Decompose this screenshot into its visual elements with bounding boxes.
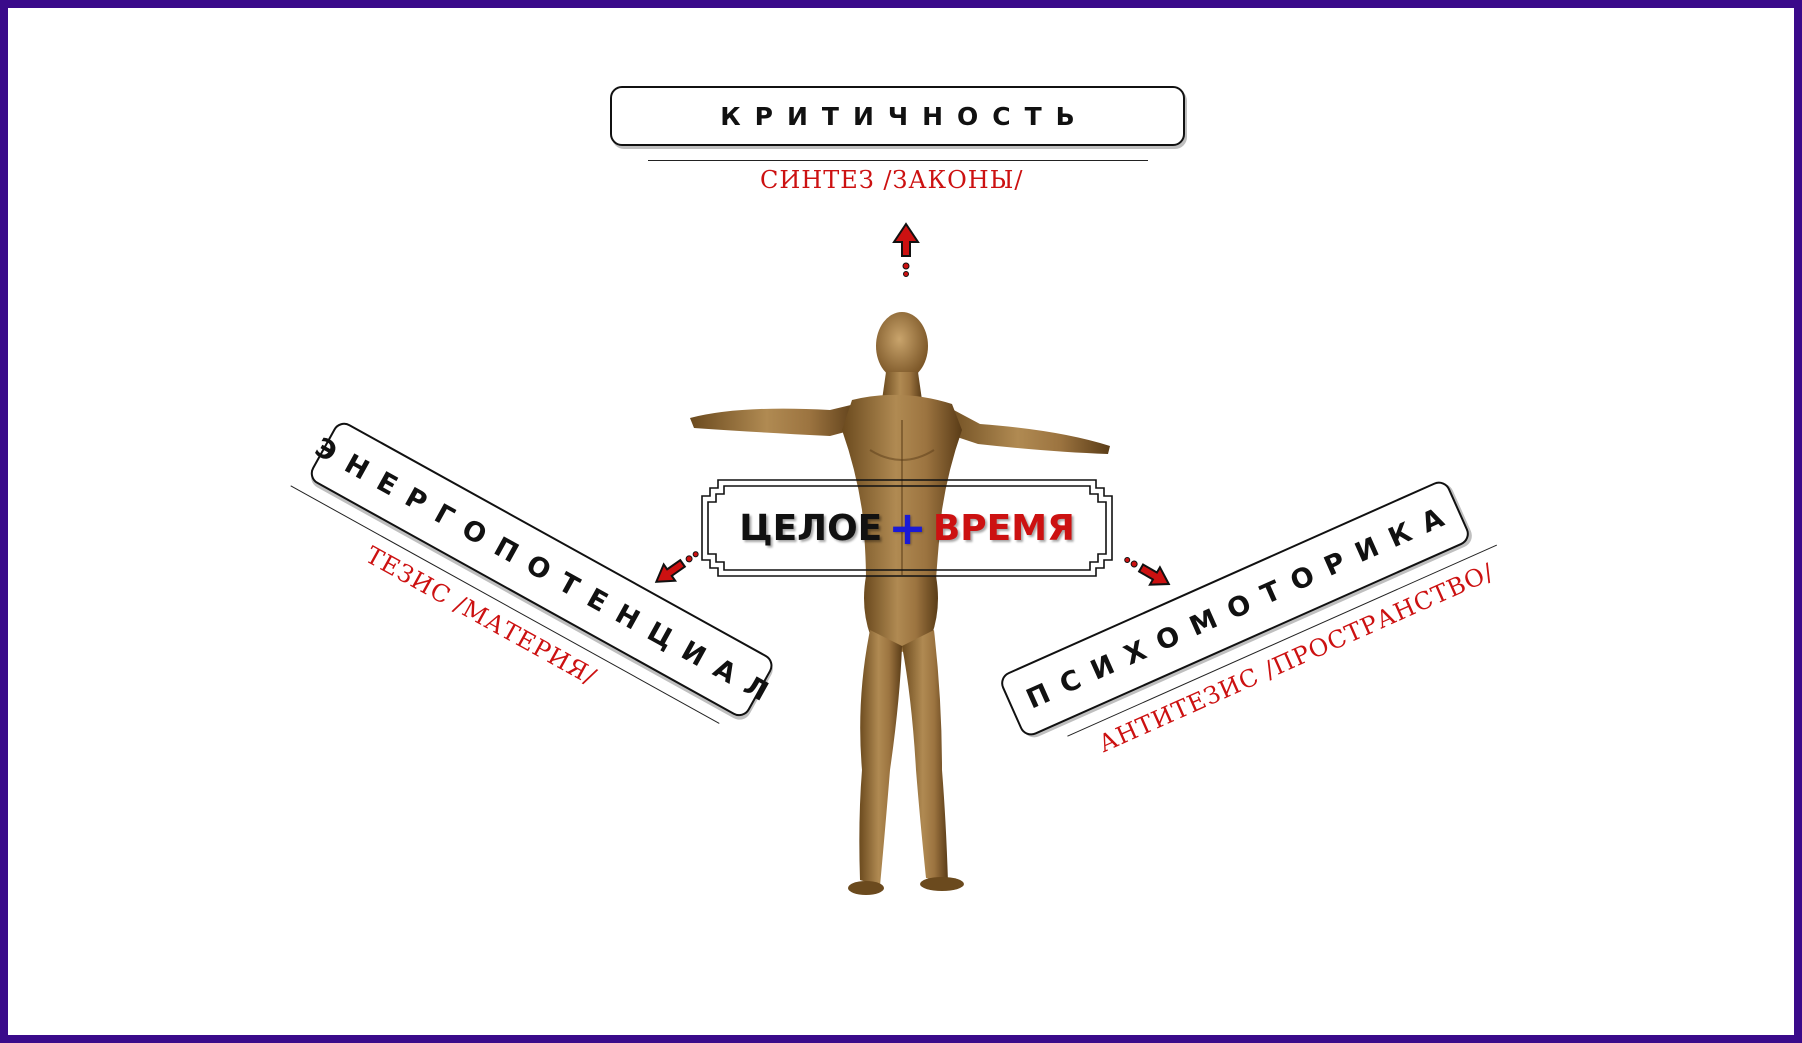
top-subtitle: СИНТЕЗ /ЗАКОНЫ/ [760,166,1024,194]
top-title: КРИТИЧНОСТЬ [720,101,1089,131]
center-ornate-frame [701,479,1113,577]
arrow-down-right-icon [1124,557,1171,586]
top-label-box: КРИТИЧНОСТЬ [610,86,1185,146]
arrow-up-icon [892,222,920,277]
plus-icon: + [888,501,927,555]
center-word-time: ВРЕМЯ [932,507,1075,549]
arrow-down-left-icon [654,551,699,583]
center-word-whole: ЦЕЛОЕ [739,507,883,549]
center-label: ЦЕЛОЕ + ВРЕМЯ [700,478,1114,578]
human-figure-icon [690,312,1110,895]
top-underline [648,160,1148,161]
